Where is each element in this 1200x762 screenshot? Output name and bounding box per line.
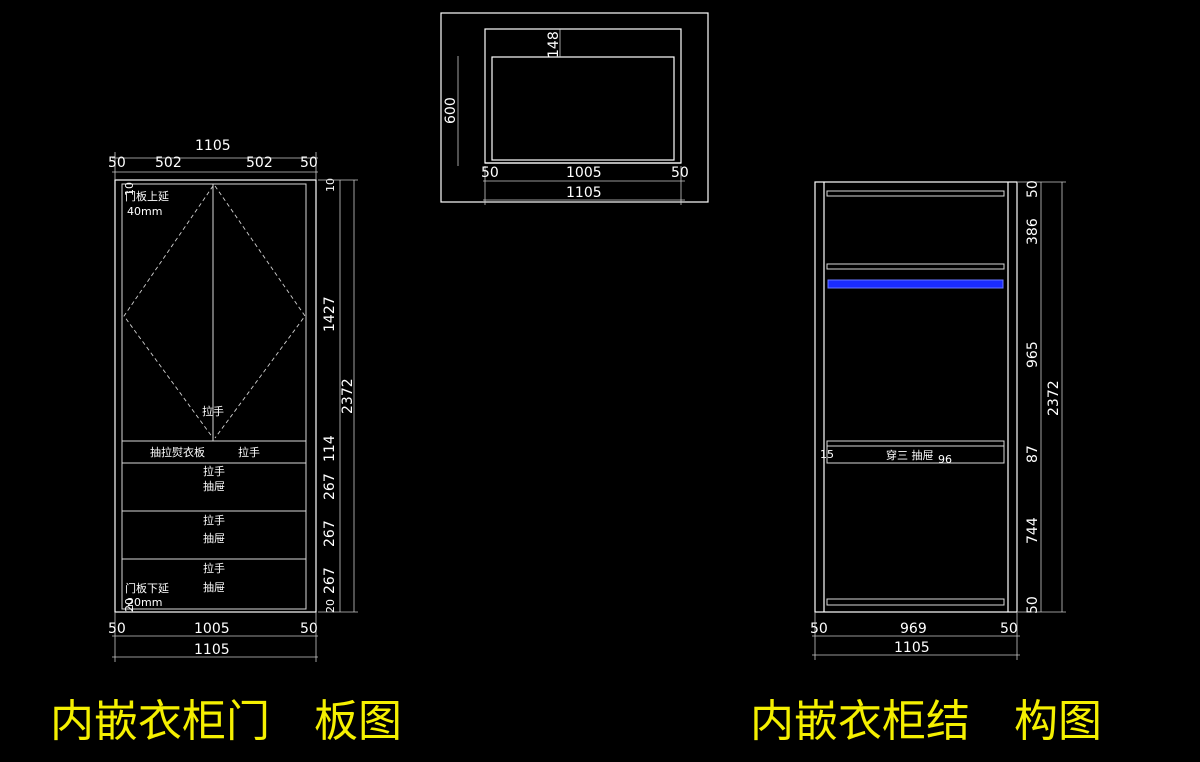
structure-dim-bottom-50-right: 50 xyxy=(1000,621,1018,637)
structure-dim-50-top: 50 xyxy=(1025,180,1041,198)
door-dim-267-b: 267 xyxy=(322,520,338,547)
door-note-top-size: 40mm xyxy=(127,205,162,218)
door-view: 1105 50 502 502 50 10 10 1427 2372 114 2… xyxy=(108,138,358,662)
door-dim-1427: 1427 xyxy=(322,296,338,332)
door-dim-267-a: 267 xyxy=(322,473,338,500)
door-dim-267-c: 267 xyxy=(322,567,338,594)
drawer-2-handle: 拉手 xyxy=(203,513,225,527)
structure-dim-2372: 2372 xyxy=(1046,380,1062,416)
structure-mid-label: 穿三 抽屉 xyxy=(886,448,934,462)
door-dim-10-left: 10 xyxy=(123,182,136,196)
door-right-swing xyxy=(214,185,306,439)
top-dim-600: 600 xyxy=(443,97,459,124)
structure-mid-small-1: 15 xyxy=(820,448,834,461)
top-dim-50-left: 50 xyxy=(481,165,499,181)
door-dim-20-right: 20 xyxy=(324,599,337,613)
caption-door: 内嵌衣柜门 板图 xyxy=(50,696,402,747)
door-dim-2372: 2372 xyxy=(340,378,356,414)
structure-shelf-1 xyxy=(826,263,1005,270)
door-handle-pull: 拉手 xyxy=(238,445,260,459)
top-view: 600 148 50 1005 50 1105 xyxy=(440,12,709,205)
top-dim-1105: 1105 xyxy=(566,185,602,201)
door-dim-bottom-1005: 1005 xyxy=(194,621,230,637)
door-note-bottom: 门板下延 xyxy=(125,581,169,595)
door-note-top: 门板上延 xyxy=(125,189,169,203)
structure-mid-small-2: 96 xyxy=(938,453,952,466)
door-dim-20-left: 20 xyxy=(123,598,136,612)
drawer-2-label: 抽屉 xyxy=(203,531,225,545)
top-dim-148: 148 xyxy=(546,31,562,58)
structure-dim-50-bottom: 50 xyxy=(1025,596,1041,614)
door-dim-10-right: 10 xyxy=(324,178,337,192)
door-dim-top-502-left: 502 xyxy=(155,155,182,171)
door-dim-top-502-right: 502 xyxy=(246,155,273,171)
top-dim-50-right: 50 xyxy=(671,165,689,181)
structure-top-board xyxy=(826,190,1005,197)
door-note-bottom-size: 20mm xyxy=(127,596,162,609)
structure-dim-87: 87 xyxy=(1025,445,1041,463)
structure-bottom-board xyxy=(826,598,1005,606)
door-dim-bottom-total: 1105 xyxy=(194,642,230,658)
door-dim-bottom-50-left: 50 xyxy=(108,621,126,637)
structure-dim-965: 965 xyxy=(1025,341,1041,368)
door-dim-bottom-50-right: 50 xyxy=(300,621,318,637)
door-inner-frame xyxy=(121,183,307,610)
structure-dim-bottom-50-left: 50 xyxy=(810,621,828,637)
structure-view: 穿三 抽屉 15 96 50 386 965 2372 87 744 50 50… xyxy=(810,180,1066,660)
drawer-1-label: 抽屉 xyxy=(203,479,225,493)
structure-dim-bottom-total: 1105 xyxy=(894,640,930,656)
top-dim-1005: 1005 xyxy=(566,165,602,181)
door-pull-board: 抽拉熨衣板 xyxy=(150,445,205,459)
structure-drawer-unit xyxy=(826,440,1005,464)
door-left-swing xyxy=(123,185,214,439)
structure-outer-frame xyxy=(814,181,1018,613)
door-dim-top-total: 1105 xyxy=(195,138,231,154)
structure-dim-969: 969 xyxy=(900,621,927,637)
structure-hanging-rod xyxy=(827,279,1004,289)
top-view-inner-body xyxy=(491,56,675,161)
door-outer-frame xyxy=(114,179,317,613)
drawer-1-handle: 拉手 xyxy=(203,464,225,478)
structure-dim-386: 386 xyxy=(1025,218,1041,245)
drawer-3-label: 抽屉 xyxy=(203,580,225,594)
top-view-frame xyxy=(440,12,709,203)
drawer-3-handle: 拉手 xyxy=(203,561,225,575)
caption-structure: 内嵌衣柜结 构图 xyxy=(750,696,1102,747)
door-dim-114: 114 xyxy=(322,435,338,462)
door-handle-main: 拉手 xyxy=(202,404,224,418)
door-dim-top-50-right: 50 xyxy=(300,155,318,171)
door-dim-top-50-left: 50 xyxy=(108,155,126,171)
structure-dim-744: 744 xyxy=(1025,517,1041,544)
